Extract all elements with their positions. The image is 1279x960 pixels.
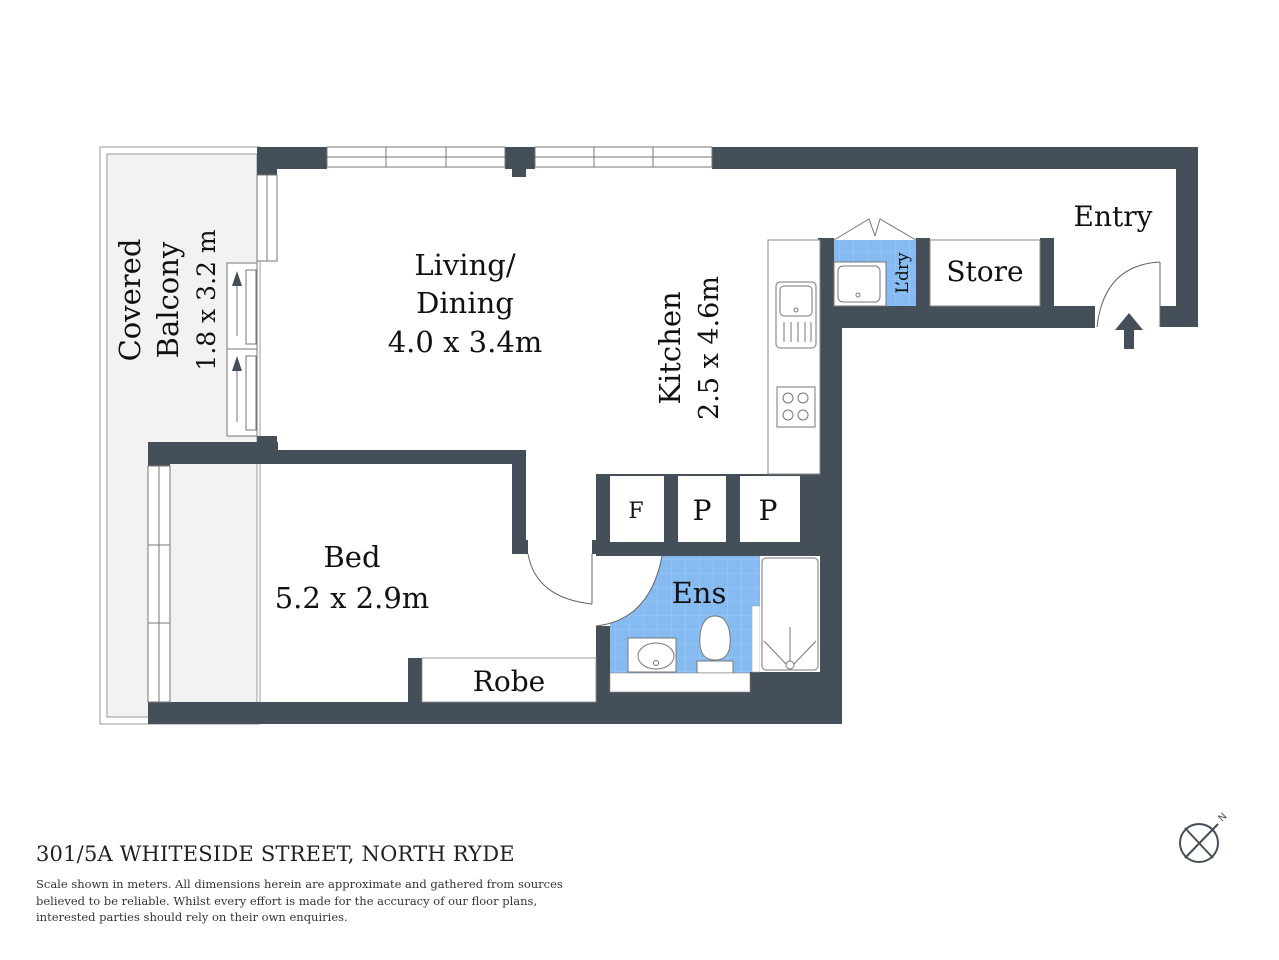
ensuite-door <box>595 555 663 627</box>
sliding-door <box>226 262 258 437</box>
pantry-label-2: P <box>759 494 778 527</box>
plan-footer: 301/5A WHITESIDE STREET, NORTH RYDE Scal… <box>36 842 596 926</box>
bed-window <box>147 465 171 703</box>
toilet-icon <box>696 615 734 674</box>
bed-dimensions: 5.2 x 2.9m <box>275 581 430 615</box>
store-cupboard <box>929 239 1041 307</box>
property-address: 301/5A WHITESIDE STREET, NORTH RYDE <box>36 842 515 866</box>
robe-cupboard <box>421 657 597 703</box>
bedroom-door <box>527 553 593 605</box>
entry-arrow-icon <box>1115 313 1143 349</box>
living-dimensions: 4.0 x 3.4m <box>388 325 543 359</box>
kitchen-name: Kitchen <box>653 291 687 404</box>
laundry-bifold-door <box>833 218 917 241</box>
living-name-line1: Living/ <box>414 248 515 282</box>
ensuite-divider <box>751 605 761 673</box>
entry-door <box>1096 261 1161 328</box>
bed-name: Bed <box>323 540 380 574</box>
north-compass-icon: N <box>1179 812 1228 863</box>
cooktop-icon <box>776 386 816 428</box>
shower-icon <box>760 556 820 672</box>
vanity-basin-icon <box>627 637 677 673</box>
kitchen-dimensions: 2.5 x 4.6m <box>694 276 725 420</box>
balcony-dimensions: 1.8 x 3.2 m <box>192 229 221 370</box>
balcony-name-line2: Balcony <box>151 241 185 358</box>
pantry-label-1: P <box>693 494 712 527</box>
living-name-line2: Dining <box>416 286 514 320</box>
robe-name: Robe <box>473 665 545 698</box>
compass-north-label: N <box>1216 812 1228 824</box>
laundry-tub-icon <box>833 261 887 307</box>
entry-name: Entry <box>1074 200 1153 233</box>
top-windows <box>326 146 713 168</box>
sink-icon <box>775 281 817 349</box>
kitchen-bench <box>767 239 821 475</box>
ensuite-bench <box>609 672 751 693</box>
store-name: Store <box>946 255 1023 288</box>
laundry-name: L’dry <box>893 252 913 294</box>
balcony-name-line1: Covered <box>113 239 147 362</box>
balcony-label: Covered Balcony 1.8 x 3.2 m <box>113 229 221 370</box>
disclaimer-text: Scale shown in meters. All dimensions he… <box>36 877 563 924</box>
ensuite-name: Ens <box>672 576 727 610</box>
living-side-window <box>256 174 278 262</box>
fridge-label: F <box>628 499 643 524</box>
cupboards <box>610 476 800 542</box>
